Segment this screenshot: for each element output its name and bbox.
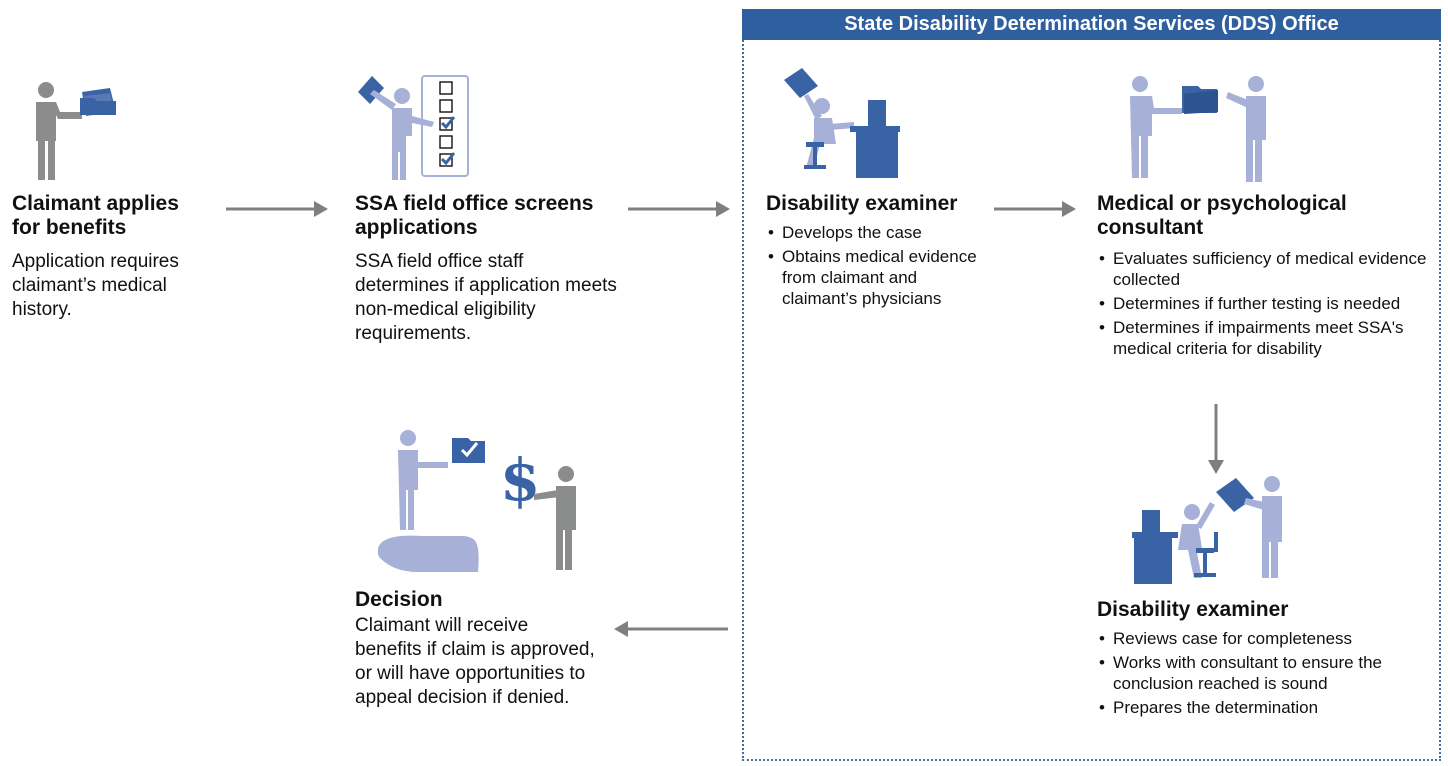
examiner2-title: Disability examiner xyxy=(1097,598,1289,621)
decision-description: Claimant will receive benefits if claim … xyxy=(355,615,595,708)
person-with-checklist-icon xyxy=(354,70,474,185)
examiner1-task: Develops the case xyxy=(766,222,986,243)
dds-office-header: State Disability Determination Services … xyxy=(742,9,1441,40)
examiner-at-desk-icon xyxy=(782,66,902,181)
arrow-field-office-to-examiner xyxy=(628,201,732,217)
claimant-step-description: Application requires claimant’s medical … xyxy=(12,251,179,320)
arrow-claimant-to-field-office xyxy=(226,201,330,217)
examiner2-tasks: Reviews case for completeness Works with… xyxy=(1097,628,1432,721)
consultant-tasks: Evaluates sufficiency of medical evidenc… xyxy=(1097,248,1442,362)
consultant-task: Determines if further testing is needed xyxy=(1097,293,1442,314)
examiner1-task: Obtains medical evidence from claimant a… xyxy=(766,246,986,309)
two-people-exchanging-folder-icon xyxy=(1118,72,1278,187)
decision-title: Decision xyxy=(355,588,443,611)
examiner1-title: Disability examiner xyxy=(766,192,958,215)
arrow-examiner-to-consultant xyxy=(994,201,1078,217)
examiner1-tasks: Develops the case Obtains medical eviden… xyxy=(766,222,986,312)
consultant-task: Evaluates sufficiency of medical evidenc… xyxy=(1097,248,1442,290)
field-office-step-title: SSA field office screens applications xyxy=(355,192,594,239)
examiner2-task: Works with consultant to ensure the conc… xyxy=(1097,652,1432,694)
consultant-task: Determines if impairments meet SSA's med… xyxy=(1097,317,1442,359)
arrow-consultant-to-examiner2 xyxy=(1208,404,1224,476)
arrow-dds-to-decision xyxy=(612,621,728,637)
payment-hand-and-dollar-icon: $ xyxy=(378,428,593,573)
examiner2-task: Reviews case for completeness xyxy=(1097,628,1432,649)
examiner-at-desk-with-consultant-icon xyxy=(1130,474,1300,589)
svg-text:$: $ xyxy=(500,446,540,514)
claimant-step-title: Claimant applies for benefits xyxy=(12,192,179,239)
person-with-folder-icon xyxy=(20,78,120,183)
consultant-title: Medical or psychological consultant xyxy=(1097,192,1347,239)
field-office-step-description: SSA field office staff determines if app… xyxy=(355,251,617,344)
examiner2-task: Prepares the determination xyxy=(1097,697,1432,718)
